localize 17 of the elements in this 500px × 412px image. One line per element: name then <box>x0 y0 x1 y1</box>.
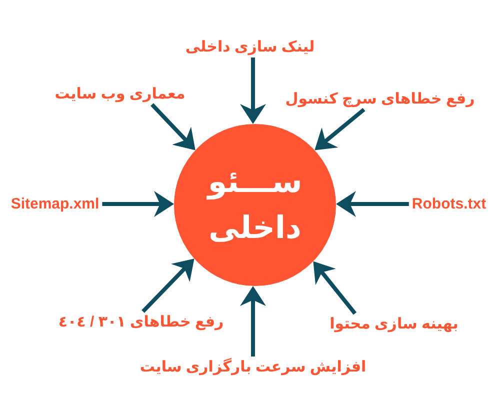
topic-label: رفع خطاهای ٣٠١ / ٤٠٤ <box>55 312 227 332</box>
topic-label: افزایش سرعت بارگزاری سایت <box>136 356 370 378</box>
arrow <box>312 260 357 315</box>
topic-label: رفع خطاهای سرچ کنسول <box>282 88 478 110</box>
topic-label: بهینه سازی محتوا <box>326 314 462 334</box>
arrow <box>336 191 409 217</box>
topic-label: Sitemap.xml <box>8 194 102 214</box>
topic-label: لینک سازی داخلی <box>182 36 318 58</box>
arrow <box>142 257 196 313</box>
arrow <box>313 108 366 152</box>
arrow <box>240 286 266 356</box>
arrow <box>150 103 197 152</box>
arrow <box>102 191 174 217</box>
arrow <box>240 58 266 124</box>
circle-label: ســـئو داخلی <box>206 163 304 248</box>
topic-label: معماری وب سایت <box>52 84 188 104</box>
topic-label: Robots.txt <box>408 194 490 214</box>
